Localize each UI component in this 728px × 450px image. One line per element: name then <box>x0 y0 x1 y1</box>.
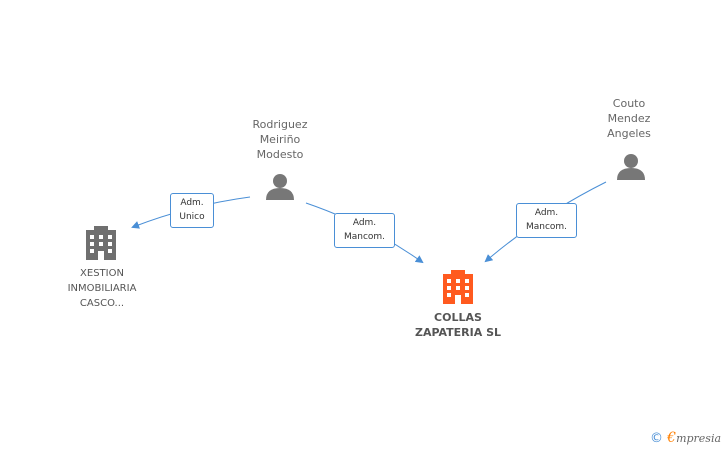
building-icon[interactable] <box>86 226 116 260</box>
label-line: Couto <box>612 97 646 110</box>
brand-logo-e: € <box>667 430 677 446</box>
edge-label-adm-mancom[interactable]: Adm. Mancom. <box>334 213 395 248</box>
edge-label-line: Adm. <box>534 208 559 218</box>
label-line: CASCO... <box>79 298 125 309</box>
label-line: INMOBILIARIA <box>67 283 137 294</box>
label-line: Meiriño <box>259 133 301 146</box>
node-label-rodriguez[interactable]: Rodriguez Meiriño Modesto <box>235 117 325 162</box>
building-icon-main[interactable] <box>443 270 473 304</box>
edge-label-line: Adm. <box>352 218 377 228</box>
label-line: COLLAS <box>434 311 482 324</box>
edge-label-adm-mancom[interactable]: Adm. Mancom. <box>516 203 577 238</box>
edge-label-adm-unico[interactable]: Adm. Unico <box>170 193 214 228</box>
edge-label-line: Adm. <box>180 198 204 208</box>
edge-label-line: Mancom. <box>525 222 568 232</box>
copyright-symbol: © <box>650 431 663 446</box>
node-label-collas[interactable]: COLLAS ZAPATERIA SL <box>400 310 516 340</box>
label-line: Mendez <box>607 112 651 125</box>
label-line: Rodriguez <box>252 118 308 131</box>
brand-footer: © €mpresia <box>650 430 721 446</box>
person-icon[interactable] <box>266 174 294 200</box>
person-icon[interactable] <box>617 154 645 180</box>
label-line: Angeles <box>607 127 651 140</box>
label-line: Modesto <box>256 148 304 161</box>
edge-label-line: Unico <box>179 212 205 222</box>
node-label-xestion[interactable]: XESTION INMOBILIARIA CASCO... <box>52 266 152 311</box>
edge-label-line: Mancom. <box>343 232 386 242</box>
label-line: XESTION <box>80 268 124 279</box>
label-line: ZAPATERIA SL <box>414 326 502 339</box>
brand-logo-text: mpresia <box>676 432 722 445</box>
node-label-couto[interactable]: Couto Mendez Angeles <box>589 96 669 141</box>
